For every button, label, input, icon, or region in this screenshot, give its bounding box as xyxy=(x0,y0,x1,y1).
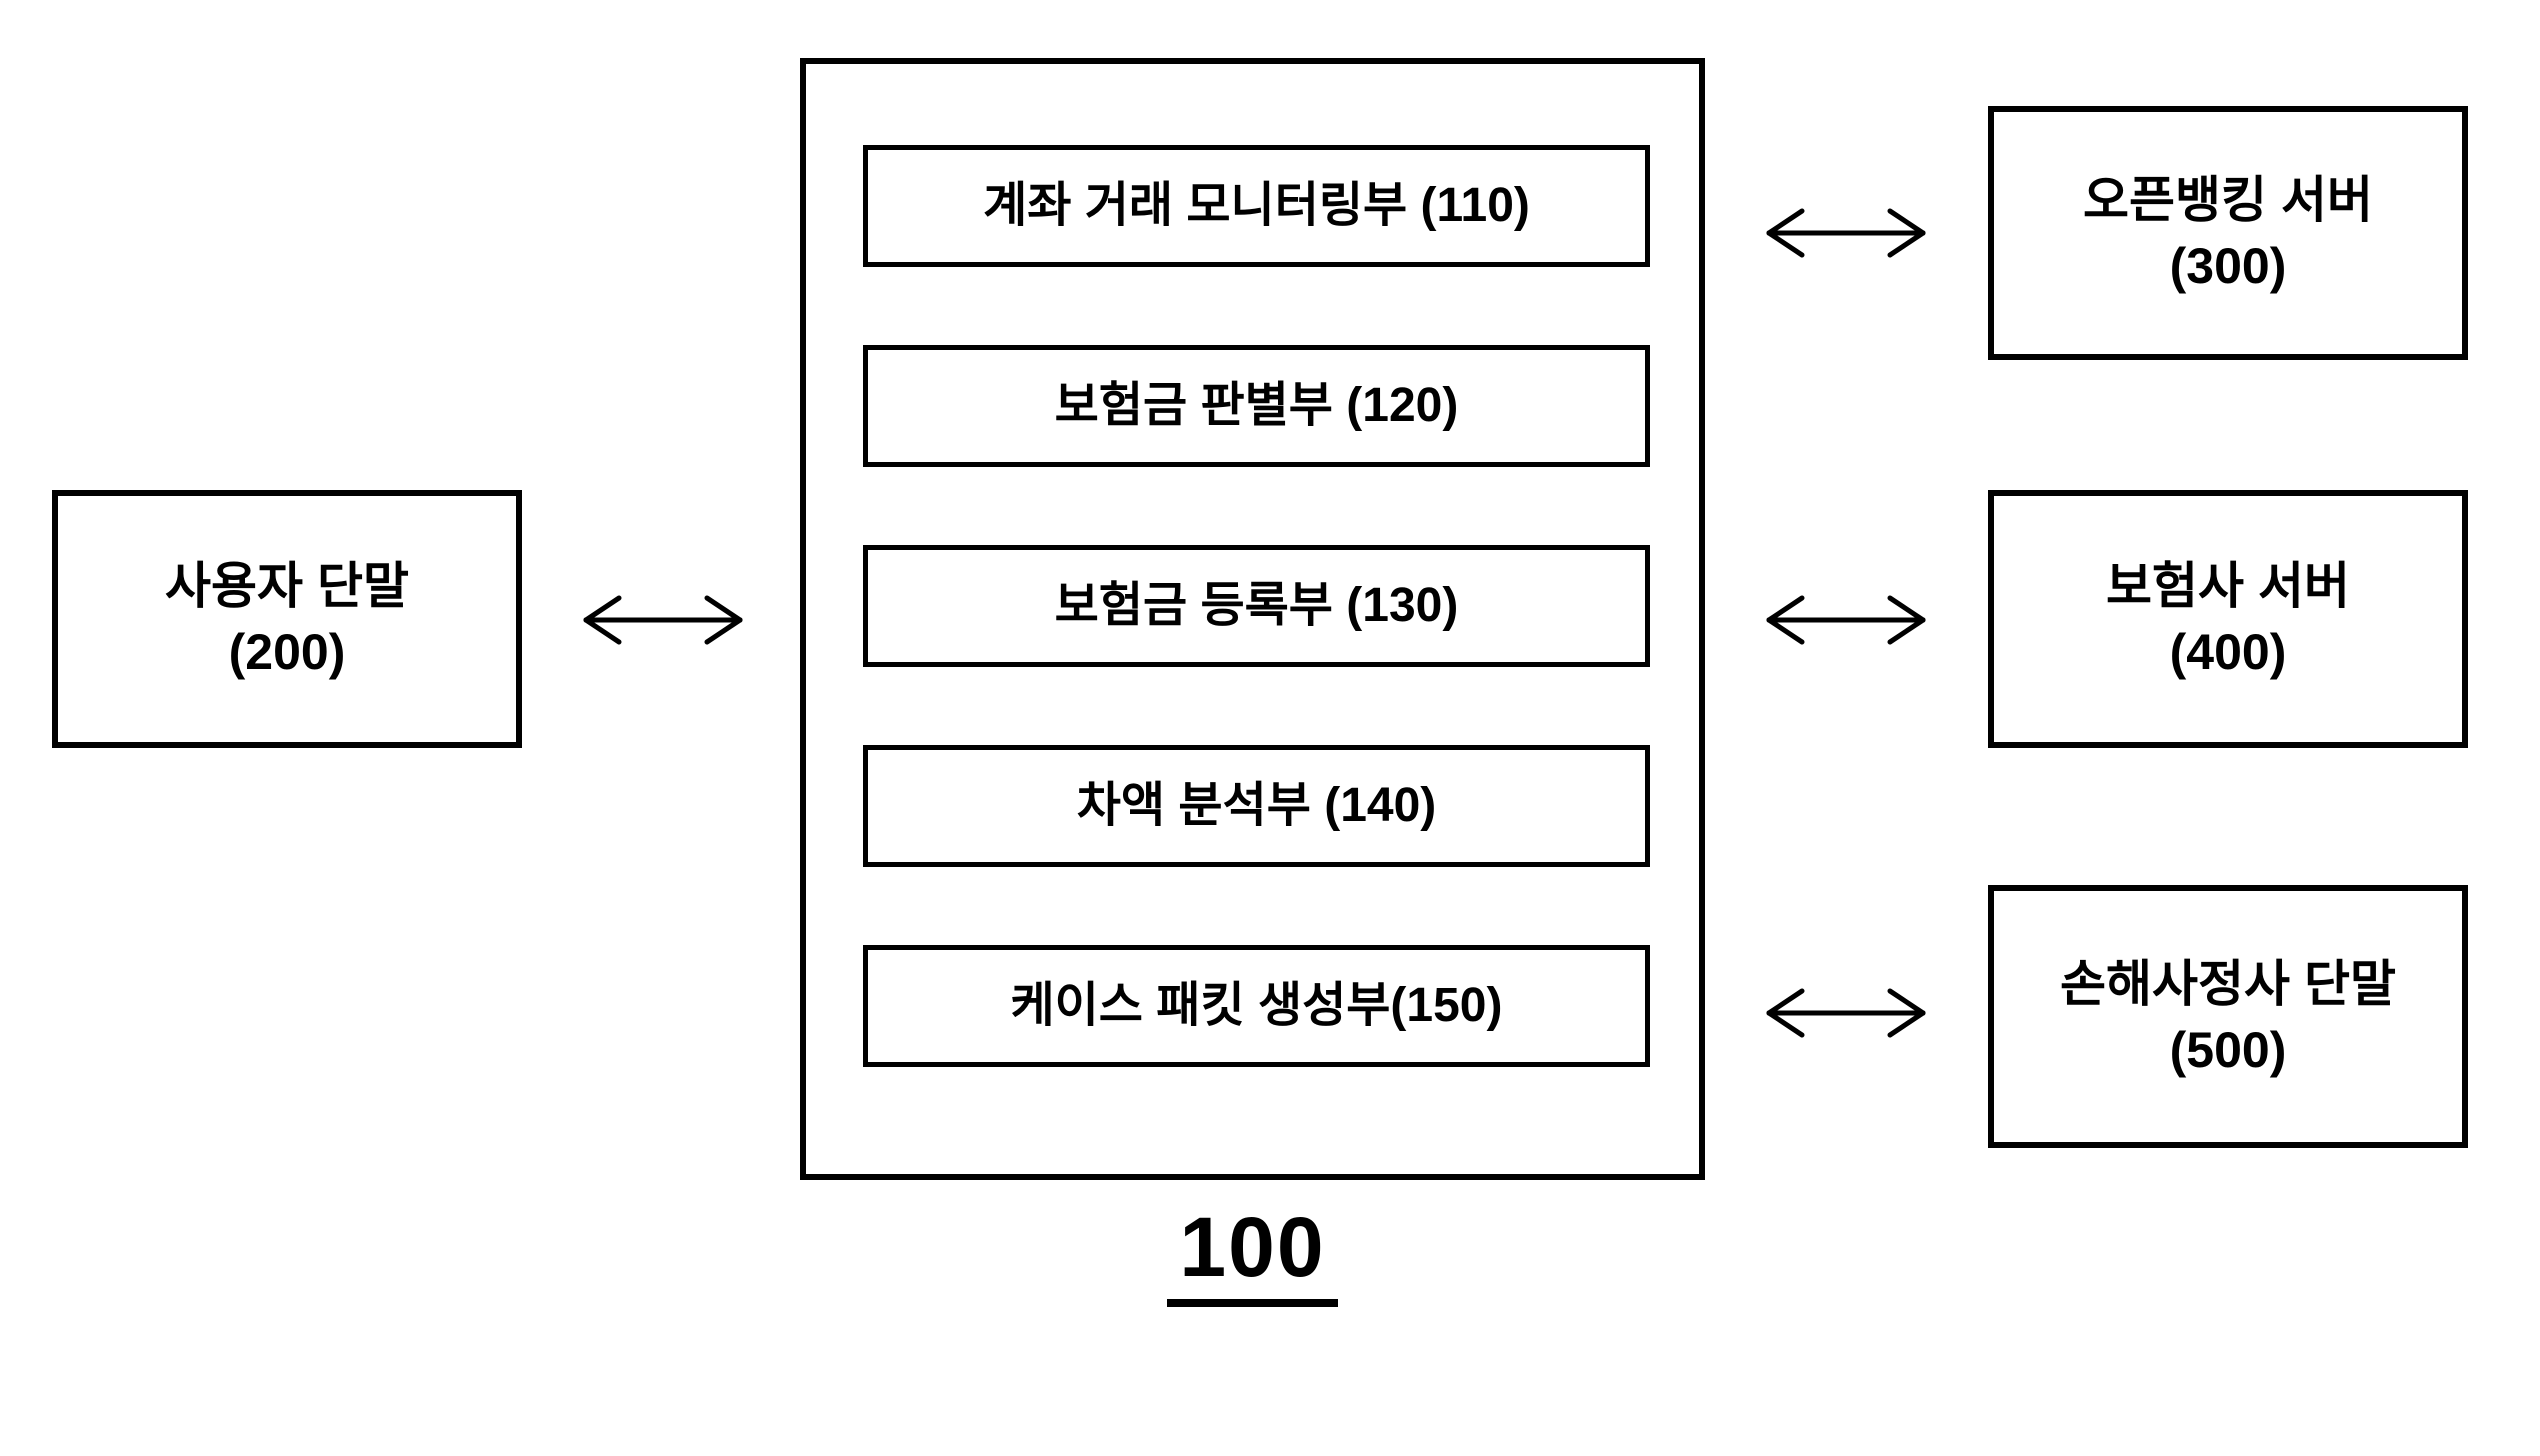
module-box-insurance-registration: 보험금 등록부 (130) xyxy=(863,545,1650,667)
double-arrow-icon xyxy=(1765,595,1927,645)
system-label-container: 100 xyxy=(800,1205,1705,1307)
module-box-account-monitoring: 계좌 거래 모니터링부 (110) xyxy=(863,145,1650,267)
system-reference-number: 100 xyxy=(1167,1205,1338,1307)
double-arrow-icon xyxy=(1765,208,1927,258)
module-box-insurance-determination: 보험금 판별부 (120) xyxy=(863,345,1650,467)
module-label: 차액 분석부 (140) xyxy=(1076,779,1437,832)
module-label: 계좌 거래 모니터링부 (110) xyxy=(983,179,1530,232)
module-box-difference-analysis: 차액 분석부 (140) xyxy=(863,745,1650,867)
system-unit-box: 계좌 거래 모니터링부 (110) 보험금 판별부 (120) 보험금 등록부 … xyxy=(800,58,1705,1180)
double-arrow-icon xyxy=(582,595,744,645)
module-label: 케이스 패킷 생성부(150) xyxy=(1010,979,1503,1032)
node-ref-number: (300) xyxy=(2169,238,2287,294)
node-label: 오픈뱅킹 서버 xyxy=(2083,172,2373,228)
module-label: 보험금 등록부 (130) xyxy=(1054,579,1459,632)
module-label: 보험금 판별부 (120) xyxy=(1054,379,1459,432)
node-label: 보험사 서버 xyxy=(2106,558,2350,614)
node-open-banking-server: 오픈뱅킹 서버 (300) xyxy=(1988,106,2468,360)
node-label: 사용자 단말 xyxy=(165,558,409,614)
double-arrow-icon xyxy=(1765,988,1927,1038)
node-ref-number: (400) xyxy=(2169,624,2287,680)
module-box-case-packet-generation: 케이스 패킷 생성부(150) xyxy=(863,945,1650,1067)
node-insurer-server: 보험사 서버 (400) xyxy=(1988,490,2468,748)
node-ref-number: (500) xyxy=(2169,1021,2287,1078)
node-ref-number: (200) xyxy=(228,624,346,680)
node-label: 손해사정사 단말 xyxy=(2060,955,2396,1012)
node-user-terminal: 사용자 단말 (200) xyxy=(52,490,522,748)
node-loss-adjuster-terminal: 손해사정사 단말 (500) xyxy=(1988,885,2468,1148)
